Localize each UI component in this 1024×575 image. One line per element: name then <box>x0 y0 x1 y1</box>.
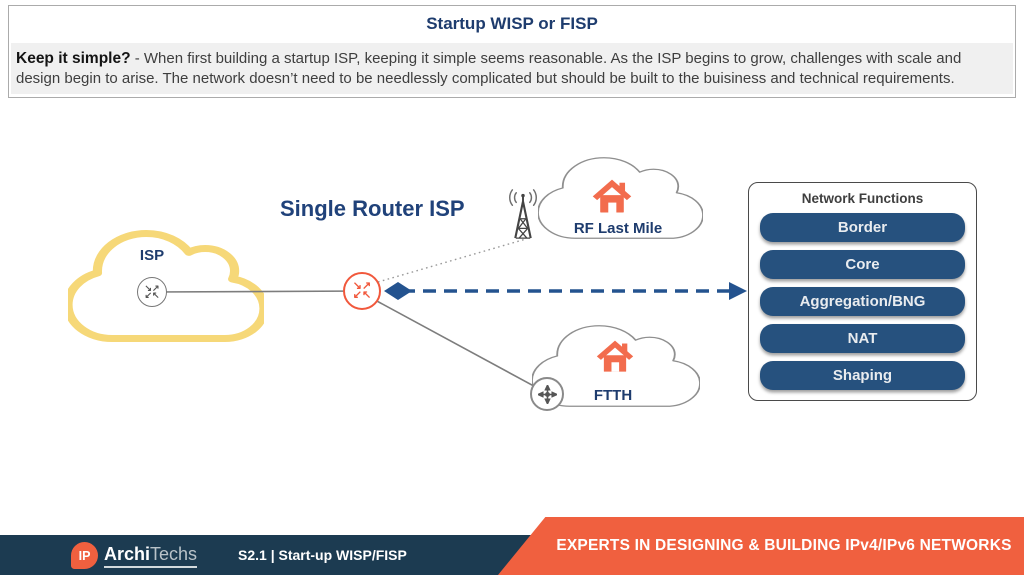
core-router-icon: ↘↗↙↖ <box>343 272 381 310</box>
isp-cloud-label: ISP <box>139 247 165 264</box>
router-arrows-glyph: ↘↗↙↖ <box>352 279 372 301</box>
router-to-ftth-line <box>374 299 544 392</box>
switch-icon <box>530 377 564 411</box>
nf-pill-aggregation-bng: Aggregation/BNG <box>760 287 965 316</box>
header-body-text: - When first building a startup ISP, kee… <box>16 50 962 87</box>
isp-router-icon: ↘↗↙↖ <box>137 277 167 307</box>
arrowhead-icon <box>729 282 747 300</box>
header-body: Keep it simple? - When first building a … <box>11 43 1013 94</box>
header-body-lead: Keep it simple? <box>16 50 131 67</box>
network-functions-panel: Network Functions Border Core Aggregatio… <box>748 182 977 401</box>
logo-archi-text: Archi <box>104 544 151 564</box>
header-box: Startup WISP or FISP Keep it simple? - W… <box>8 5 1016 98</box>
arrow-diamond-tail <box>384 282 412 300</box>
nf-pill-shaping: Shaping <box>760 361 965 390</box>
logo-techs-text: Techs <box>150 544 198 564</box>
ftth-cloud-label: FTTH <box>593 387 633 404</box>
footer-banner: EXPERTS IN DESIGNING & BUILDING IPv4/IPv… <box>498 517 1024 575</box>
nf-pill-nat: NAT <box>760 324 965 353</box>
ip-logo-badge: IP <box>71 542 98 569</box>
rf-house-icon <box>592 179 632 213</box>
ftth-house-icon <box>596 340 634 372</box>
episode-label: S2.1 | Start-up WISP/FISP <box>238 547 407 563</box>
nf-pill-core: Core <box>760 250 965 279</box>
nf-pill-border: Border <box>760 213 965 242</box>
ip-logo-text: IP <box>78 548 91 563</box>
architechs-logo: ArchiTechs <box>104 544 198 568</box>
diagram-title: Single Router ISP <box>280 196 465 221</box>
network-functions-list: Border Core Aggregation/BNG NAT Shaping <box>760 213 965 390</box>
router-to-rf-dotted-line <box>377 238 527 283</box>
router-arrows-glyph: ↘↗↙↖ <box>144 282 160 300</box>
rf-cloud-label: RF Last Mile <box>573 220 663 237</box>
four-way-arrows-icon <box>537 384 557 404</box>
banner-text: EXPERTS IN DESIGNING & BUILDING IPv4/IPv… <box>556 537 1012 554</box>
network-functions-title: Network Functions <box>801 191 924 206</box>
radio-tower-icon <box>509 189 537 239</box>
page-title: Startup WISP or FISP <box>426 14 598 33</box>
